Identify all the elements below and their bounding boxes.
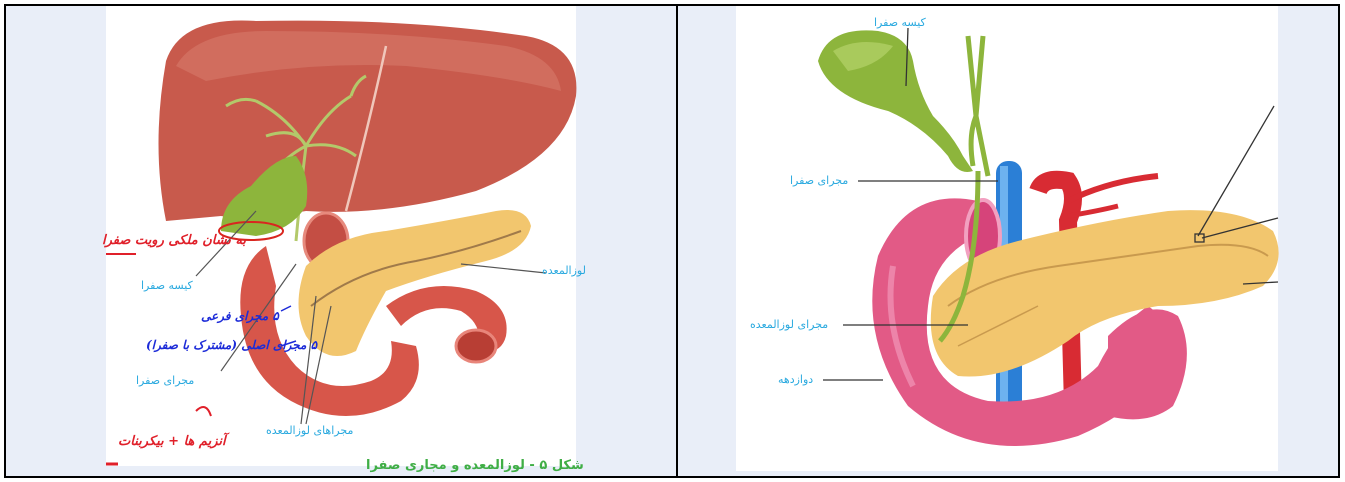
handwritten-note-bottom: آنزیم ها + بیکربنات (118, 434, 226, 449)
figure-caption-partial: شکل ۵ - لوزالمعده و مجاری صفرا (366, 458, 584, 474)
handwritten-note-minor-duct: ۵ مجرای فرعی (201, 309, 279, 323)
label-gallbladder: کیسه صفرا (874, 16, 926, 29)
handwritten-note-main-duct: ۵ مجرای اصلی (مشترک با صفرا) (146, 338, 317, 352)
handwritten-note-top: به نشان ملکی رویت صفرا (102, 233, 246, 248)
label-gallbladder: کیسه صفرا (141, 279, 193, 292)
label-duodenum: دوازدهه (778, 373, 813, 386)
pancreas-duodenum-illustration (678, 6, 1338, 476)
label-pancreatic-ducts: مجراهای لوزالمعده (266, 424, 353, 437)
right-diagram-panel: کیسه صفرا مجرای صفرا مجرای لوزالمعده دوا… (678, 6, 1338, 476)
left-diagram-panel: لوزالمعده کیسه صفرا مجرای صفرا مجراهای ل… (6, 6, 676, 476)
label-pancreatic-duct: مجرای لوزالمعده (750, 318, 828, 331)
label-bile-duct: مجرای صفرا (136, 374, 194, 387)
label-bile-duct: مجرای صفرا (790, 174, 848, 187)
label-pancreas: لوزالمعده (542, 264, 586, 277)
